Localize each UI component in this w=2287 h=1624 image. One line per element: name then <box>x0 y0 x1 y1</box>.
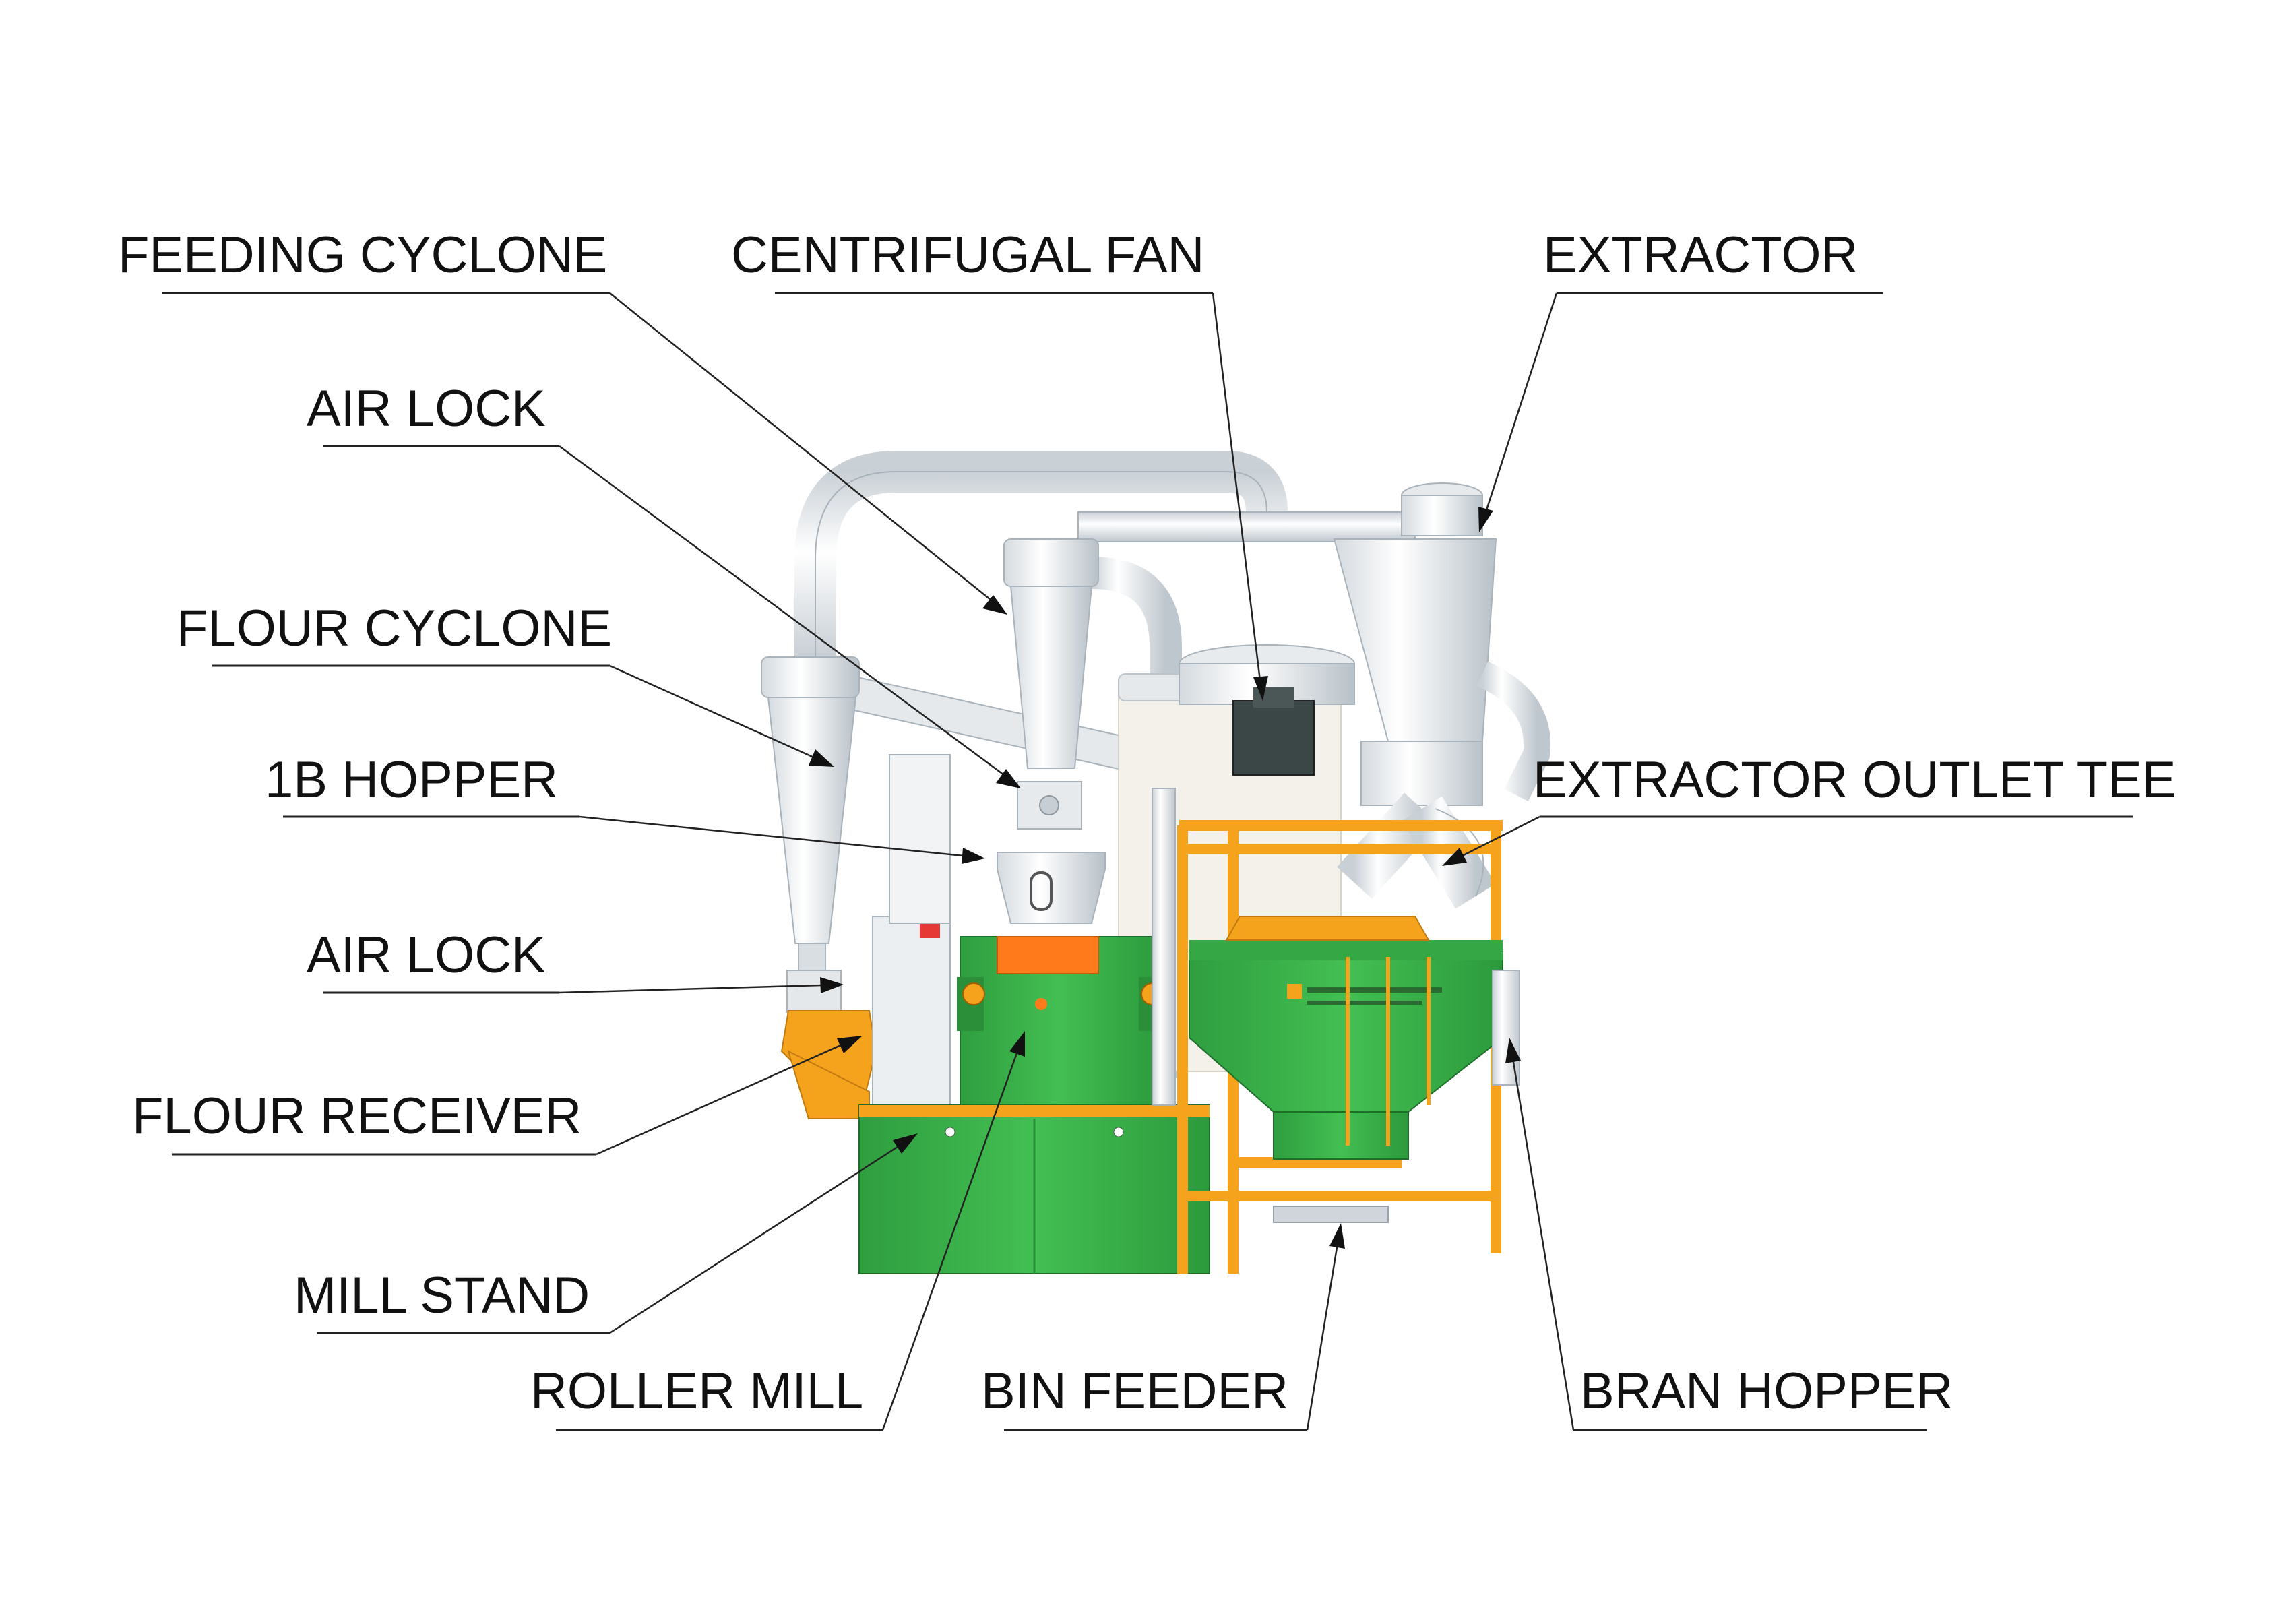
callout-roller-mill: ROLLER MILL <box>530 1031 1025 1431</box>
leader-feeding-cyclone <box>609 292 991 600</box>
label-1b-hopper: 1B HOPPER <box>265 751 558 809</box>
callout-bin-feeder: BIN FEEDER <box>981 1223 1345 1431</box>
centrifugal-fan <box>1179 644 1355 776</box>
callout-extractor: EXTRACTOR <box>1478 226 1883 532</box>
label-air-lock-bottom: AIR LOCK <box>307 927 546 984</box>
feeding-pipe <box>1091 557 1182 1078</box>
flour-cyclone-shape <box>761 656 860 1013</box>
label-extractor: EXTRACTOR <box>1543 226 1858 284</box>
label-bin-feeder: BIN FEEDER <box>981 1363 1288 1420</box>
steel-frame <box>1177 820 1503 1274</box>
leader-centrifugal-fan <box>1212 292 1261 681</box>
callout-air-lock-bottom: AIR LOCK <box>307 927 844 994</box>
suction-pipe-outline <box>815 471 1267 674</box>
leader-bin-feeder <box>1306 1243 1339 1431</box>
mill-stand-shape <box>787 1050 1210 1274</box>
leader-flour-receiver <box>596 1043 843 1156</box>
leader-1b-hopper <box>579 815 964 857</box>
arrowhead-1b-hopper <box>962 848 985 864</box>
arrowhead-flour-receiver <box>837 1036 863 1053</box>
arrowhead-air-lock-top <box>996 769 1021 788</box>
bin-feeder-shape <box>1189 916 1503 1223</box>
label-flour-receiver: FLOUR RECEIVER <box>132 1088 582 1145</box>
callout-extractor-outlet-tee: EXTRACTOR OUTLET TEE <box>1442 751 2176 866</box>
label-flour-cyclone: FLOUR CYCLONE <box>177 600 612 657</box>
arrowhead-flour-cyclone <box>809 749 834 767</box>
leader-roller-mill <box>881 1051 1019 1431</box>
arrowhead-extractor <box>1478 507 1493 532</box>
callout-flour-receiver: FLOUR RECEIVER <box>132 1036 863 1156</box>
leader-air-lock-top <box>559 445 1005 776</box>
callout-flour-cyclone: FLOUR CYCLONE <box>177 600 834 767</box>
label-air-lock-top: AIR LOCK <box>307 380 546 437</box>
leader-extractor <box>1484 292 1558 513</box>
label-centrifugal-fan: CENTRIFUGAL FAN <box>731 226 1204 284</box>
leader-flour-cyclone <box>609 664 816 759</box>
arrowhead-centrifugal-fan <box>1253 676 1268 701</box>
arrowhead-air-lock-bottom <box>820 977 844 993</box>
arrowhead-extractor-outlet-tee <box>1442 848 1467 866</box>
label-roller-mill: ROLLER MILL <box>530 1363 863 1420</box>
callout-centrifugal-fan: CENTRIFUGAL FAN <box>731 226 1268 701</box>
feeding-cyclone-shape <box>1003 538 1099 830</box>
label-feeding-cyclone: FEEDING CYCLONE <box>118 226 607 284</box>
arrowhead-roller-mill <box>1009 1031 1025 1057</box>
callout-bran-hopper: BRAN HOPPER <box>1505 1038 1953 1431</box>
motor-frame <box>889 754 951 924</box>
roller-mill-shape <box>957 936 1166 1106</box>
arrowhead-feeding-cyclone <box>982 595 1007 615</box>
callout-mill-stand: MILL STAND <box>294 1133 918 1334</box>
leader-mill-stand <box>609 1144 900 1334</box>
control-box <box>872 916 951 1113</box>
callout-air-lock-top: AIR LOCK <box>307 380 1021 788</box>
arrowhead-bran-hopper <box>1505 1038 1521 1063</box>
extractor-cyclone <box>1333 482 1550 806</box>
callout-feeding-cyclone: FEEDING CYCLONE <box>118 226 1007 615</box>
callout-1b-hopper: 1B HOPPER <box>265 751 985 864</box>
label-extractor-outlet-tee: EXTRACTOR OUTLET TEE <box>1533 751 2176 809</box>
label-mill-stand: MILL STAND <box>294 1267 590 1324</box>
arrowhead-mill-stand <box>893 1133 918 1154</box>
bran-hopper-shape <box>1492 970 1520 1086</box>
label-bran-hopper: BRAN HOPPER <box>1580 1363 1953 1420</box>
leader-extractor-outlet-tee <box>1462 815 1540 857</box>
leader-bran-hopper <box>1511 1057 1575 1431</box>
arrowhead-bin-feeder <box>1329 1223 1345 1249</box>
machine-illustration <box>761 451 1550 1274</box>
leader-air-lock-bottom <box>559 984 823 994</box>
drop-pipe <box>1152 788 1176 1106</box>
extractor-duct <box>1077 511 1416 542</box>
